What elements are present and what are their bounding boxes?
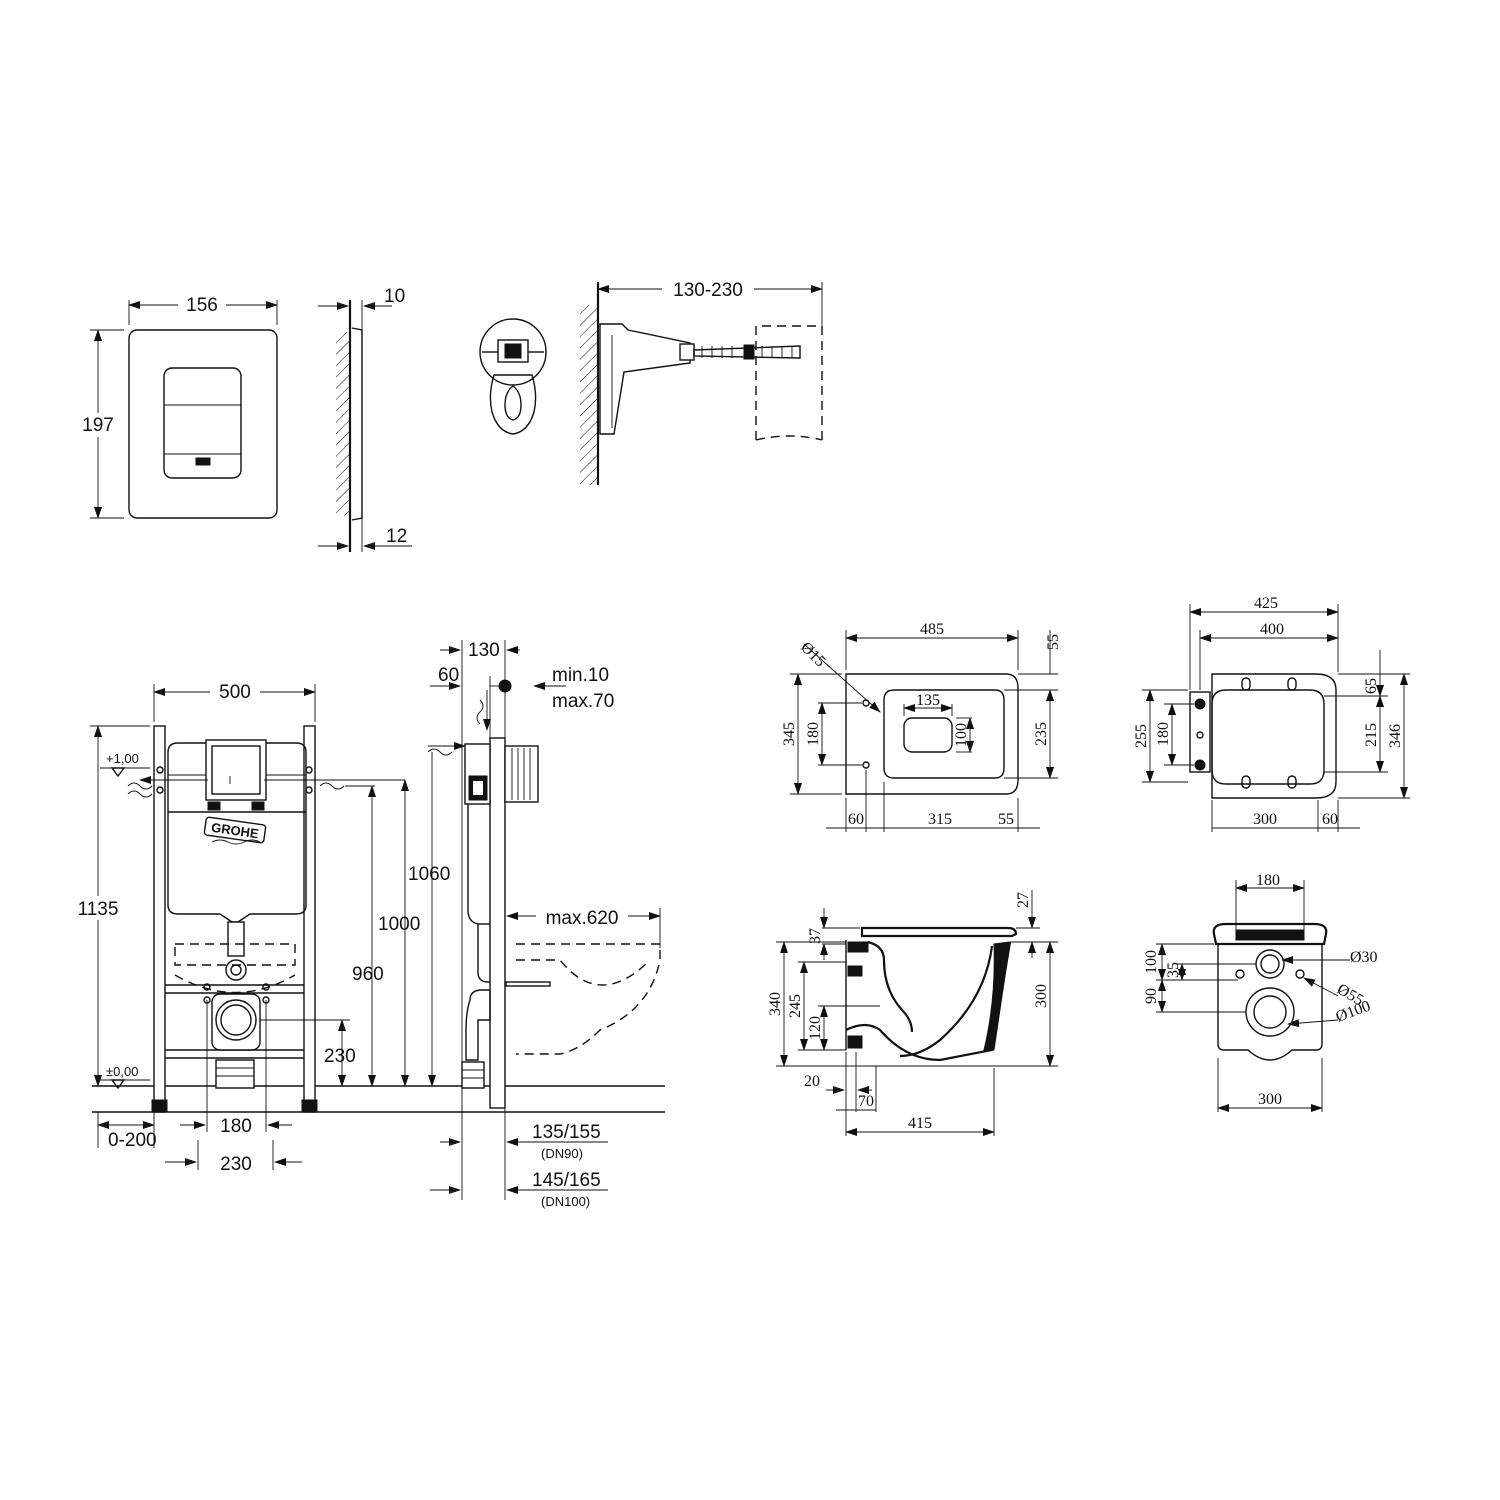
wc-bowl-side-view: 37 27 340 245 120 300 20 70 415 bbox=[767, 890, 1058, 1136]
dim-top-100: 100 bbox=[953, 723, 970, 747]
dim-frame-height: 1135 bbox=[78, 899, 119, 920]
dim-frame-width: 500 bbox=[219, 682, 251, 703]
dim-plate-width: 156 bbox=[186, 295, 218, 316]
dim-seat-65: 65 bbox=[1363, 678, 1380, 694]
flush-plate-front-view: 156 197 bbox=[78, 292, 278, 519]
level-zero-marker: ±0,00 bbox=[106, 1064, 138, 1079]
dim-rear-d30: Ø30 bbox=[1350, 949, 1378, 966]
dim-bottom-60: 60 bbox=[848, 811, 864, 828]
wc-bowl-top-view: 485 55 Ø15 345 180 135 100 235 60 315 55 bbox=[781, 621, 1062, 832]
dim-side-20: 20 bbox=[804, 1073, 820, 1090]
dim-dn100-range: 145/165 bbox=[532, 1170, 601, 1191]
dim-outlet-height: 230 bbox=[324, 1046, 356, 1067]
dim-side-37: 37 bbox=[807, 928, 824, 944]
wc-seat-top-view: 425 400 255 180 65 215 346 300 60 bbox=[1133, 595, 1410, 832]
dim-seat-215: 215 bbox=[1363, 723, 1380, 747]
dim-height-960: 960 bbox=[352, 964, 384, 985]
dim-side-340: 340 bbox=[767, 992, 784, 1016]
dim-top-135: 135 bbox=[916, 692, 940, 709]
dim-bottom-55: 55 bbox=[998, 811, 1014, 828]
dim-top-235: 235 bbox=[1033, 722, 1050, 746]
mounting-bracket-front bbox=[479, 318, 547, 435]
mounting-bracket-side: 130-230 bbox=[580, 278, 823, 485]
dim-frame-offset: 60 bbox=[438, 665, 459, 686]
flush-plate-outline bbox=[128, 329, 278, 519]
dim-top-345: 345 bbox=[781, 722, 798, 746]
grohe-logo-mark bbox=[195, 457, 211, 466]
dim-hole-d15: Ø15 bbox=[797, 639, 829, 671]
dim-seat-400: 400 bbox=[1260, 621, 1284, 638]
dim-dn90-range: 135/155 bbox=[532, 1122, 601, 1143]
dn100-label: (DN100) bbox=[541, 1194, 590, 1209]
dim-rear-300: 300 bbox=[1258, 1091, 1282, 1108]
dim-bowl-max: max.620 bbox=[546, 908, 619, 929]
dim-side-27: 27 bbox=[1015, 892, 1032, 908]
dim-side-415: 415 bbox=[908, 1115, 932, 1132]
dim-wall-gap-min: min.10 bbox=[552, 665, 609, 686]
flush-plate-side-view: 10 12 bbox=[318, 286, 412, 552]
dim-bottom-315: 315 bbox=[928, 811, 952, 828]
dim-rear-100: 100 bbox=[1143, 950, 1160, 974]
dim-seat-180: 180 bbox=[1155, 722, 1172, 746]
dim-side-245: 245 bbox=[787, 994, 804, 1018]
dim-side-120: 120 bbox=[807, 1016, 824, 1040]
dim-seat-346: 346 bbox=[1387, 724, 1404, 748]
wc-bowl-rear-view: 180 100 35 90 Ø30 Ø55 Ø100 300 bbox=[1143, 872, 1378, 1112]
dim-wall-gap-max: max.70 bbox=[552, 691, 614, 712]
dim-seat-300: 300 bbox=[1253, 811, 1277, 828]
dim-pipe-spacing: 180 bbox=[220, 1116, 252, 1137]
dim-side-300: 300 bbox=[1033, 984, 1050, 1008]
dim-feet-spacing: 230 bbox=[220, 1154, 252, 1175]
dn90-label: (DN90) bbox=[541, 1146, 583, 1161]
dim-rear-d100: Ø100 bbox=[1334, 998, 1373, 1026]
dim-plate-depth-top: 10 bbox=[384, 286, 405, 307]
dim-plate-height: 197 bbox=[82, 415, 114, 436]
installation-frame-side-view: 130 60 min.10 max.70 1060 1000 960 max.6… bbox=[345, 640, 661, 1209]
installation-frame-front-view: GROHE +1,00 ±0,00 bbox=[72, 680, 665, 1175]
dim-top-55: 55 bbox=[1045, 634, 1062, 650]
dim-bracket-adjust: 130-230 bbox=[673, 280, 743, 301]
dim-plate-depth-bottom: 12 bbox=[386, 526, 407, 547]
dim-frame-depth: 130 bbox=[468, 640, 500, 661]
dim-bowl-length: 485 bbox=[920, 621, 944, 638]
dim-top-180: 180 bbox=[805, 722, 822, 746]
dim-floor-offset: 0-200 bbox=[108, 1130, 157, 1151]
level-top-marker: +1,00 bbox=[106, 751, 139, 766]
dim-seat-255: 255 bbox=[1133, 724, 1150, 748]
dim-side-70: 70 bbox=[858, 1093, 874, 1110]
dim-height-1000: 1000 bbox=[378, 914, 420, 935]
dim-seat-60: 60 bbox=[1322, 811, 1338, 828]
dim-rear-35: 35 bbox=[1165, 962, 1182, 978]
flush-button bbox=[163, 367, 242, 479]
frame-grohe-logo: GROHE bbox=[210, 820, 260, 842]
dim-rear-180: 180 bbox=[1256, 872, 1280, 889]
dim-height-1060: 1060 bbox=[408, 864, 450, 885]
dim-seat-425: 425 bbox=[1254, 595, 1278, 612]
dim-rear-90: 90 bbox=[1143, 988, 1160, 1004]
